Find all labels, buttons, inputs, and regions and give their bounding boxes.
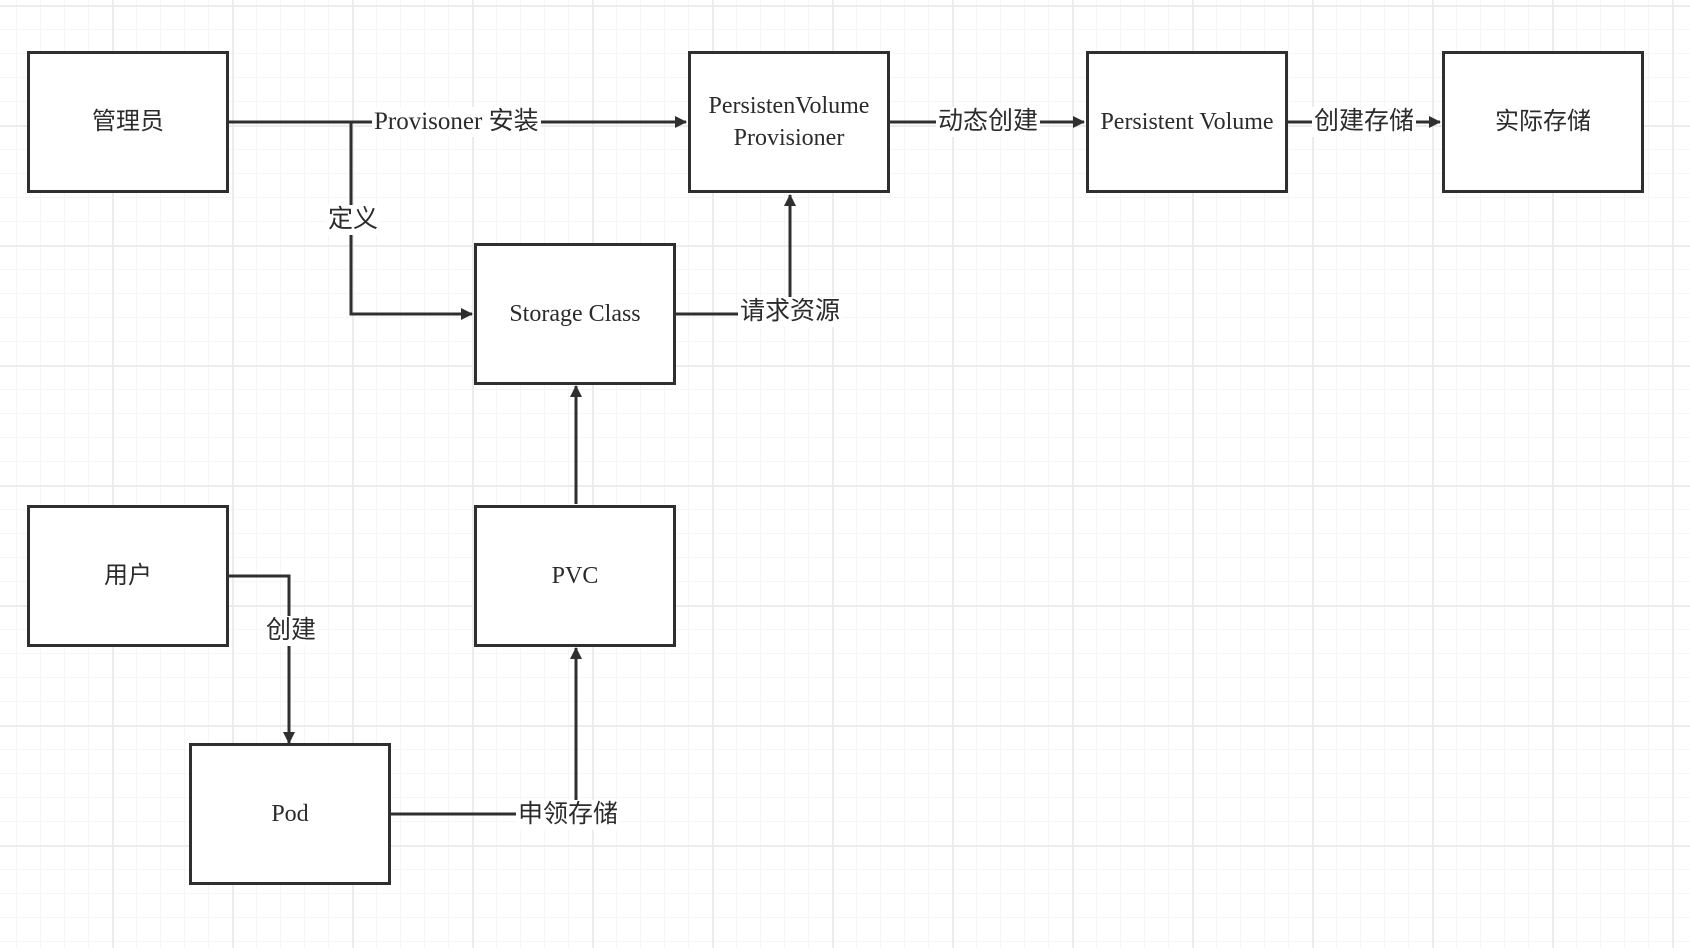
edge-label-request-resource: 请求资源 [738,297,843,327]
node-actual-storage[interactable]: 实际存储 [1442,51,1644,193]
node-user[interactable]: 用户 [27,505,229,647]
edge-label-create-storage: 创建存储 [1312,107,1417,137]
node-pod[interactable]: Pod [189,743,391,885]
node-actual-storage-label: 实际存储 [1495,109,1591,135]
node-pod-label: Pod [271,801,309,827]
node-storage-class-label: Storage Class [509,301,641,327]
edge-label-install: Provisoner 安装 [372,107,541,137]
edge-create [229,574,295,744]
node-pvc[interactable]: PVC [474,505,676,647]
edge-label-create: 创建 [264,616,319,646]
node-user-label: 用户 [104,563,152,589]
node-pvc-label: PVC [551,563,599,589]
node-provisioner-label: PersistenVolume Provisioner [708,93,870,151]
edge-claim-storage [391,647,582,816]
edge-label-define: 定义 [326,205,381,235]
node-persistent-volume[interactable]: Persistent Volume [1086,51,1288,193]
node-admin-label: 管理员 [92,109,164,135]
node-admin[interactable]: 管理员 [27,51,229,193]
edge-label-dynamic-create: 动态创建 [936,107,1041,137]
node-storage-class[interactable]: Storage Class [474,243,676,385]
edge-label-claim-storage: 申领存储 [516,800,621,830]
edge-define [349,122,473,320]
node-persistent-volume-label: Persistent Volume [1100,109,1274,135]
node-provisioner[interactable]: PersistenVolume Provisioner [688,51,890,193]
